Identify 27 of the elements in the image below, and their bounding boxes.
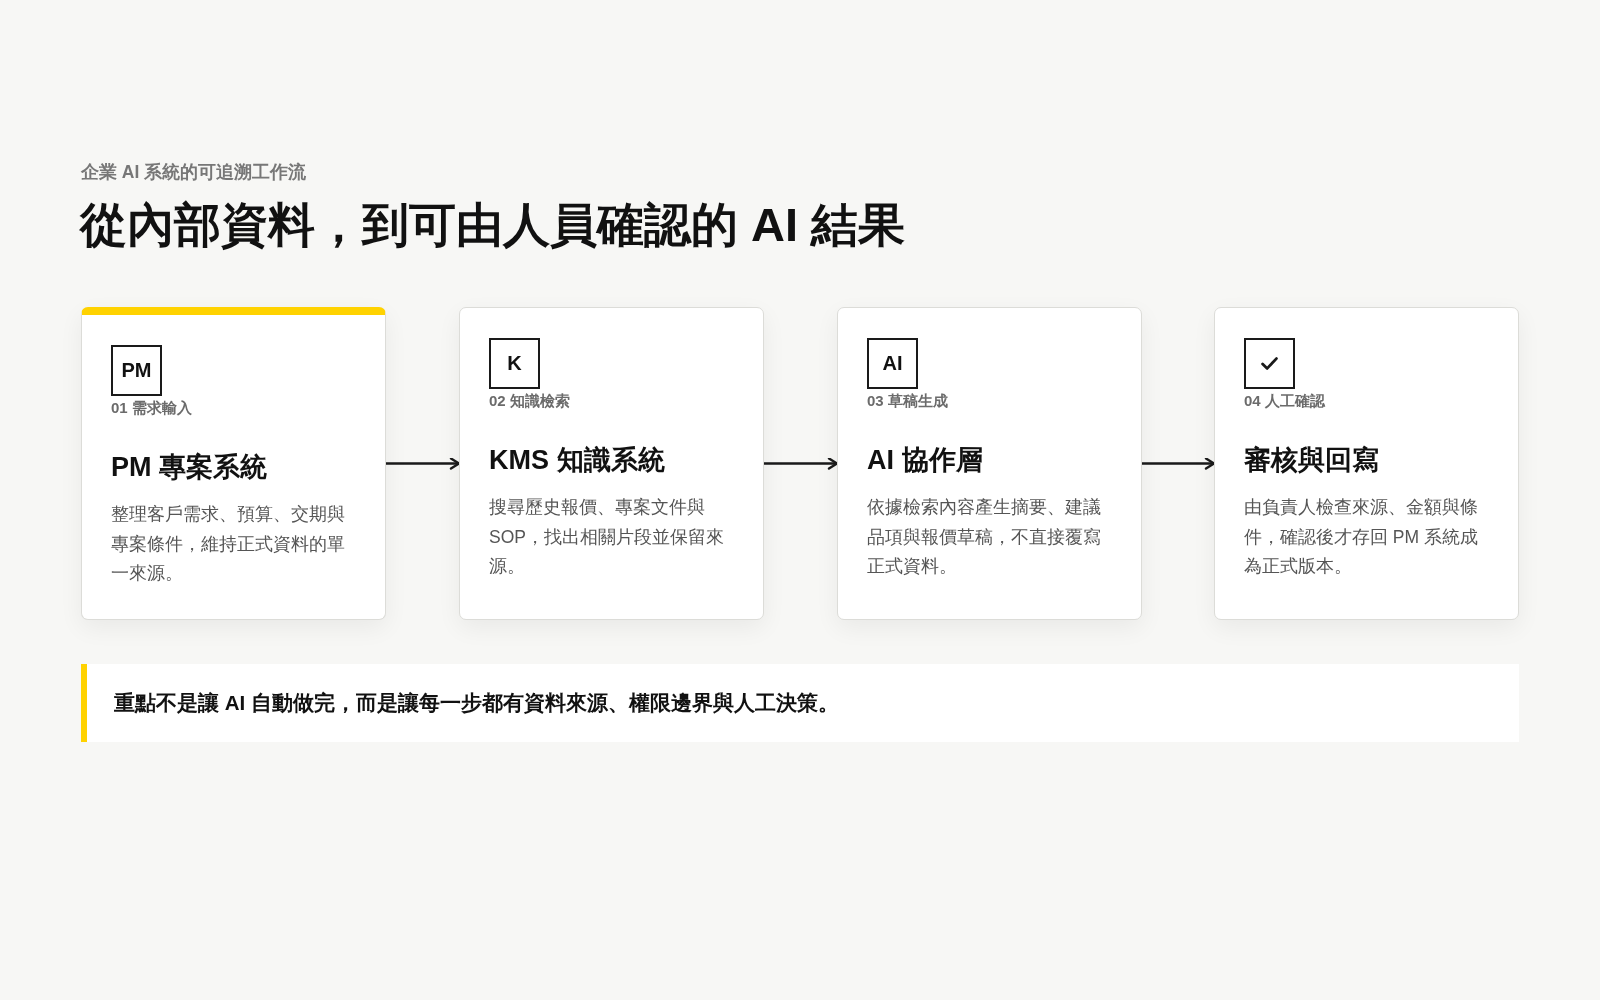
card-heading: PM 專案系統 <box>111 451 268 484</box>
step-badge: K <box>489 338 540 389</box>
step-label: 04 人工確認 <box>1244 391 1326 411</box>
step-label: 03 草稿生成 <box>867 391 949 411</box>
step-card <box>837 307 1142 620</box>
step-badge <box>1244 338 1295 389</box>
step-card <box>1214 307 1519 620</box>
card-heading: 審核與回寫 <box>1244 444 1380 477</box>
step-badge: AI <box>867 338 918 389</box>
step-card <box>459 307 764 620</box>
step-label: 01 需求輸入 <box>111 398 193 418</box>
card-description: 整理客戶需求、預算、交期與專案條件，維持正式資料的單一來源。 <box>111 503 346 585</box>
page-title: 從內部資料，到可由人員確認的 AI 結果 <box>80 197 906 253</box>
card-description: 依據檢索內容產生摘要、建議品項與報價草稿，不直接覆寫正式資料。 <box>867 496 1102 578</box>
step-label: 02 知識檢索 <box>489 391 571 411</box>
arrow <box>1140 457 1216 470</box>
callout-banner <box>81 664 1519 742</box>
card-heading: KMS 知識系統 <box>489 444 666 477</box>
step-badge: PM <box>111 345 162 396</box>
card-heading: AI 協作層 <box>867 444 984 477</box>
card-description: 由負責人檢查來源、金額與條件，確認後才存回 PM 系統成為正式版本。 <box>1244 496 1479 578</box>
arrow <box>384 457 461 470</box>
arrow <box>762 457 839 470</box>
card-description: 搜尋歷史報價、專案文件與 SOP，找出相關片段並保留來源。 <box>489 496 725 578</box>
step-card <box>81 307 386 620</box>
page-subtitle: 企業 AI 系統的可追溯工作流 <box>81 161 307 183</box>
callout-text: 重點不是讓 AI 自動做完，而是讓每一步都有資料來源、權限邊界與人工決策。 <box>114 690 839 716</box>
